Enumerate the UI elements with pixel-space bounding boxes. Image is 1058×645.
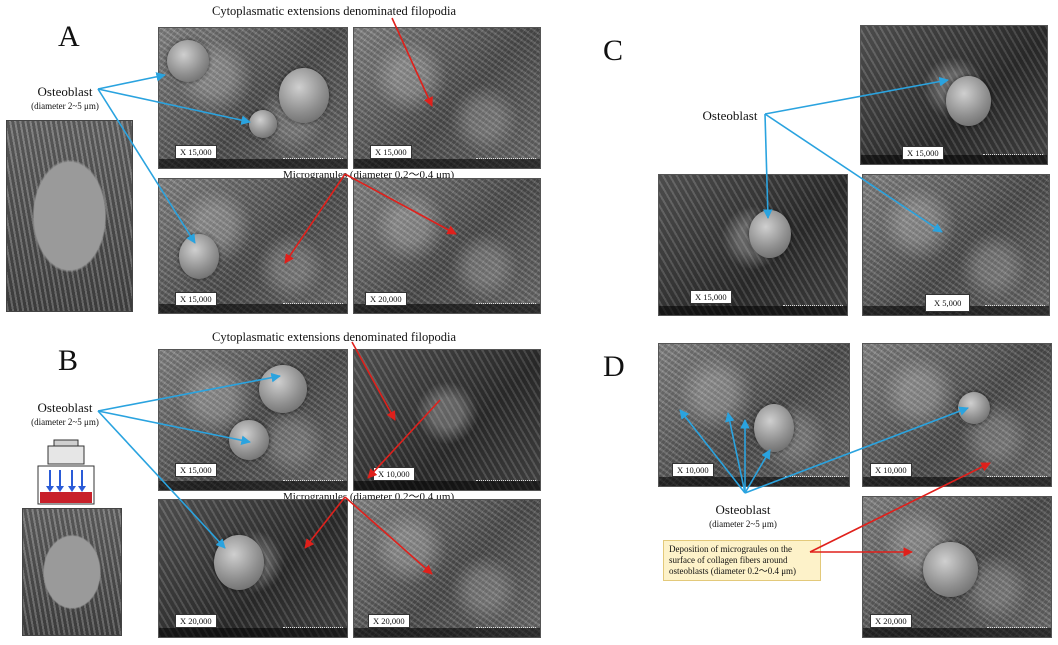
- osteoblast-diameter-a: (diameter 2~5 μm): [31, 101, 99, 111]
- magnification-label: X 15,000: [370, 145, 412, 159]
- compression-weight-icon: [37, 439, 95, 505]
- panel-letter-b: B: [58, 344, 79, 377]
- osteoblast-label-d: Osteoblast (diameter 2~5 μm): [688, 502, 798, 532]
- osteoblast-text-b: Osteoblast: [37, 400, 93, 415]
- filopodia-caption-b: Cytoplasmatic extensions denominated fil…: [212, 330, 457, 344]
- osteoblast-cell: [923, 542, 978, 597]
- osteoblast-text-a: Osteoblast: [37, 84, 93, 99]
- osteoblast-cell: [958, 392, 990, 424]
- magnification-label: X 20,000: [870, 614, 912, 628]
- magnification-label: X 15,000: [175, 463, 217, 477]
- osteoblast-text-d: Osteoblast: [715, 502, 771, 517]
- osteoblast-cell: [749, 210, 791, 258]
- panel-letter-c: C: [603, 34, 624, 67]
- sem-image-c2: [658, 174, 848, 316]
- panel-letter-d: D: [603, 350, 625, 383]
- magnification-label: X 20,000: [175, 614, 217, 628]
- osteoblast-cell: [754, 404, 794, 452]
- osteoblast-diameter-b: (diameter 2~5 μm): [31, 417, 99, 427]
- filopodia-caption-a: Cytoplasmatic extensions denominated fil…: [212, 4, 457, 18]
- magnification-label: X 5,000: [925, 294, 971, 312]
- panel-letter-a: A: [58, 20, 80, 53]
- magnification-label: X 15,000: [902, 146, 944, 160]
- magnification-label: X 10,000: [870, 463, 912, 477]
- sem-image-c1: [860, 25, 1048, 165]
- magnification-label: X 15,000: [175, 292, 217, 306]
- osteoblast-cell: [167, 40, 209, 82]
- sem-image-a2: [353, 27, 541, 169]
- osteoblast-cell: [229, 420, 269, 460]
- magnification-label: X 10,000: [672, 463, 714, 477]
- magnification-label: X 20,000: [368, 614, 410, 628]
- osteoblast-label-a: Osteoblast (diameter 2~5 μm): [20, 84, 110, 114]
- magnification-label: X 15,000: [175, 145, 217, 159]
- osteoblast-cell: [214, 535, 264, 590]
- osteoblast-diameter-d: (diameter 2~5 μm): [709, 519, 777, 529]
- osteoblast-cell: [259, 365, 307, 413]
- magnification-label: X 20,000: [365, 292, 407, 306]
- osteoblast-cell: [279, 68, 329, 123]
- magnification-label: X 15,000: [690, 290, 732, 304]
- micrograule-callout: Deposition of micrograules on the surfac…: [663, 540, 821, 581]
- osteoblast-cell: [179, 234, 219, 279]
- osteoblast-cell: [249, 110, 277, 138]
- osteoblast-label-b: Osteoblast (diameter 2~5 μm): [20, 400, 110, 430]
- scaffold-image-b: [22, 508, 122, 636]
- osteoblast-cell: [946, 76, 991, 126]
- scaffold-image-a: [6, 120, 133, 312]
- osteoblast-label-c: Osteoblast: [702, 108, 758, 123]
- magnification-label: X 10,000: [373, 467, 415, 481]
